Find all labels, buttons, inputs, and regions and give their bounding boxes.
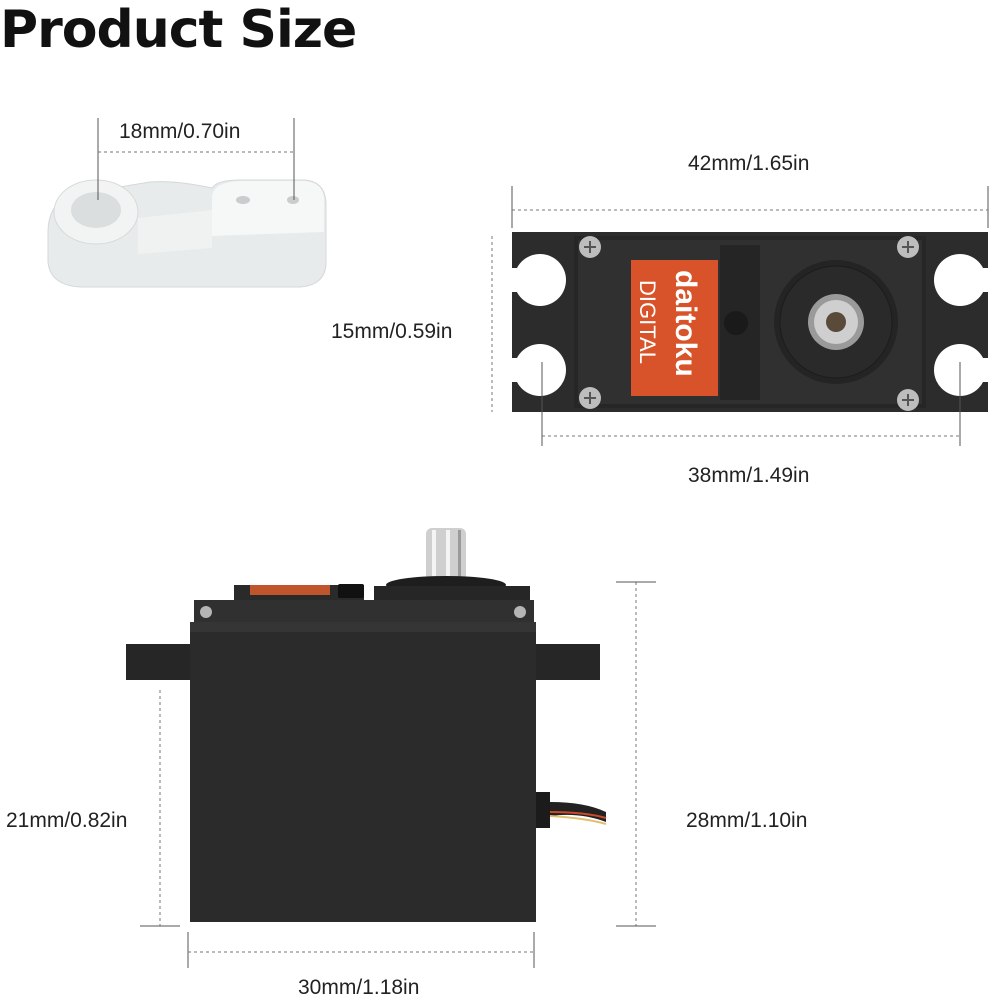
servo-horn xyxy=(47,179,327,288)
dimension-side-body-length: 30mm/1.18in xyxy=(298,976,420,999)
label-brand: daitoku xyxy=(669,270,702,377)
dimension-side-total-height: 28mm/1.10in xyxy=(686,809,808,832)
page-title: Product Size xyxy=(0,0,357,60)
servo-side-view xyxy=(126,528,607,922)
dimension-top-total-length: 42mm/1.65in xyxy=(688,152,810,175)
servo-top-view xyxy=(510,232,990,412)
dimension-side-body-height: 21mm/0.82in xyxy=(6,809,128,832)
label-type: DIGITAL xyxy=(635,280,660,364)
dimension-top-mount-spacing: 38mm/1.49in xyxy=(688,464,810,487)
dimension-horn-hole-spacing: 18mm/0.70in xyxy=(119,120,241,143)
dimension-top-width: 15mm/0.59in xyxy=(331,320,453,343)
